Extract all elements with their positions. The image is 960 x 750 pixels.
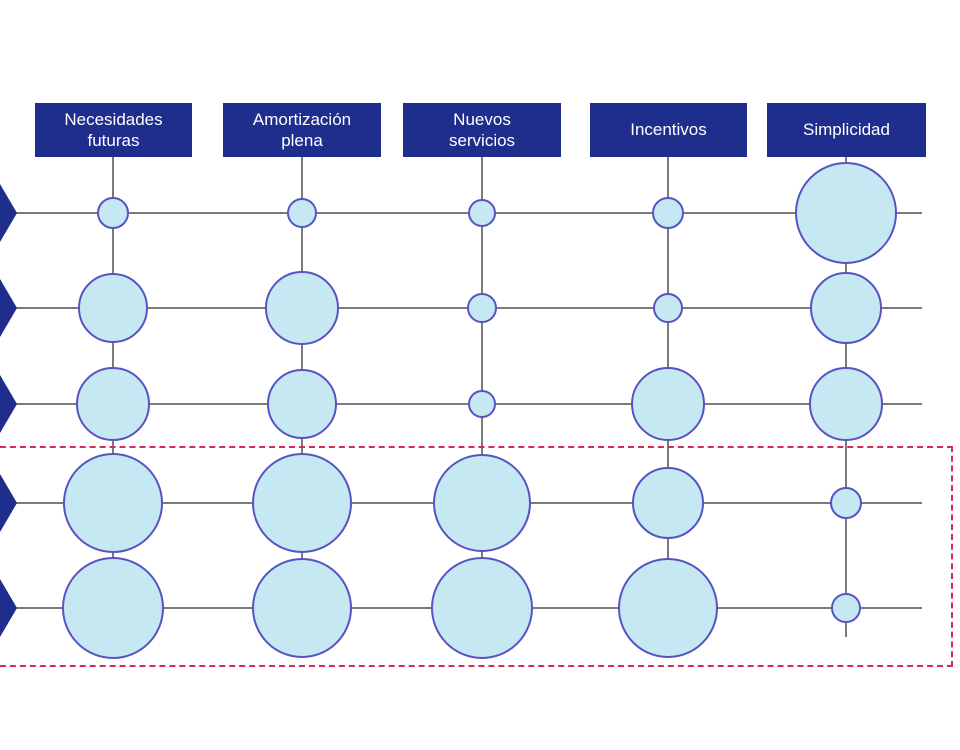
column-header-label: Incentivos xyxy=(630,120,707,140)
row-arrow-icon-2 xyxy=(0,279,17,337)
column-line-nuevos-servicios xyxy=(481,157,483,608)
bubble-row-5-incentivos xyxy=(618,558,718,658)
column-header-label: Amortización plena xyxy=(252,109,352,150)
bubble-row-5-simplicidad xyxy=(831,593,861,623)
bubble-row-3-amortizacion-plena xyxy=(267,369,337,439)
bubble-row-1-simplicidad xyxy=(795,162,897,264)
bubble-row-5-necesidades-futuras xyxy=(62,557,164,659)
bubble-row-3-simplicidad xyxy=(809,367,883,441)
bubble-row-1-incentivos xyxy=(652,197,684,229)
bubble-row-1-necesidades-futuras xyxy=(97,197,129,229)
column-header-label: Simplicidad xyxy=(803,120,890,140)
bubble-row-4-necesidades-futuras xyxy=(63,453,163,553)
bubble-row-2-amortizacion-plena xyxy=(265,271,339,345)
row-arrow-icon-5 xyxy=(0,579,17,637)
bubble-row-3-incentivos xyxy=(631,367,705,441)
bubble-row-2-nuevos-servicios xyxy=(467,293,497,323)
bubble-row-4-amortizacion-plena xyxy=(252,453,352,553)
bubble-row-2-necesidades-futuras xyxy=(78,273,148,343)
bubble-row-5-amortizacion-plena xyxy=(252,558,352,658)
column-header-nuevos-servicios: Nuevos servicios xyxy=(403,103,561,157)
row-arrow-icon-3 xyxy=(0,375,17,433)
bubble-row-3-necesidades-futuras xyxy=(76,367,150,441)
column-header-simplicidad: Simplicidad xyxy=(767,103,926,157)
bubble-row-4-incentivos xyxy=(632,467,704,539)
bubble-row-1-amortizacion-plena xyxy=(287,198,317,228)
bubble-row-2-simplicidad xyxy=(810,272,882,344)
row-arrow-icon-4 xyxy=(0,474,17,532)
column-header-incentivos: Incentivos xyxy=(590,103,747,157)
column-header-label: Necesidades futuras xyxy=(64,109,163,150)
bubble-row-4-nuevos-servicios xyxy=(433,454,531,552)
row-arrow-icon-1 xyxy=(0,184,17,242)
column-header-amortizacion-plena: Amortización plena xyxy=(223,103,381,157)
bubble-row-4-simplicidad xyxy=(830,487,862,519)
bubble-row-1-nuevos-servicios xyxy=(468,199,496,227)
bubble-row-5-nuevos-servicios xyxy=(431,557,533,659)
column-header-necesidades-futuras: Necesidades futuras xyxy=(35,103,192,157)
bubble-row-2-incentivos xyxy=(653,293,683,323)
column-header-label: Nuevos servicios xyxy=(448,109,516,150)
bubble-row-3-nuevos-servicios xyxy=(468,390,496,418)
